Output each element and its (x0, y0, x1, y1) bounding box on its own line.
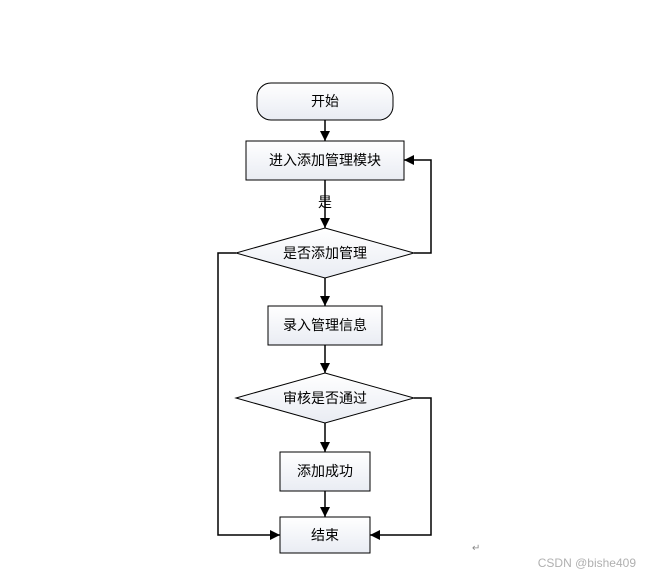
add-success-label: 添加成功 (297, 464, 353, 480)
arrow-decision-loop-back (404, 155, 432, 254)
arrow-decision-no-to-end (217, 252, 280, 540)
decision-add-label: 是否添加管理 (283, 246, 367, 262)
input-info-label: 录入管理信息 (283, 317, 367, 334)
input-info-node (267, 305, 383, 346)
decision-review-label: 审核是否通过 (283, 391, 367, 407)
arrow-review-fail-to-end (370, 397, 432, 540)
start-label: 开始 (311, 94, 339, 110)
watermark: CSDN @bishe409 (537, 556, 636, 570)
enter-module-node (245, 140, 405, 181)
paragraph-mark: ↵ (472, 543, 481, 554)
enter-module-label: 进入添加管理模块 (269, 153, 381, 169)
end-label: 结束 (311, 528, 339, 544)
